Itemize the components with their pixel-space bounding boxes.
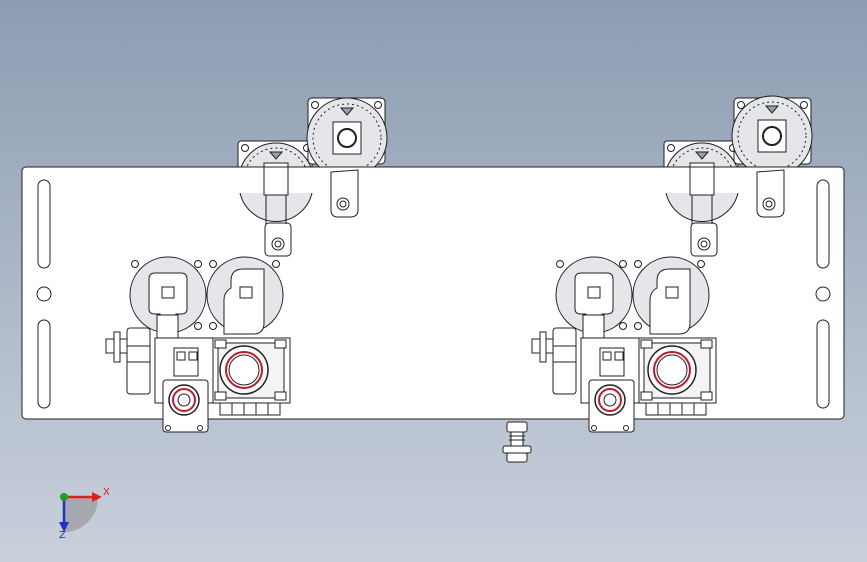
mounting-slot: [816, 179, 830, 269]
mounting-slot: [37, 319, 51, 409]
clamp-lever: [649, 268, 691, 335]
clamp-assembly-right[interactable]: [531, 256, 717, 433]
mounting-hole: [815, 286, 831, 302]
mounting-slot: [816, 319, 830, 409]
axis-triad: [59, 492, 102, 532]
mounting-slot: [37, 179, 51, 269]
small-holes: [131, 260, 705, 330]
roller-overlap-right: [665, 166, 785, 257]
roller-overlap-left: [239, 166, 359, 257]
mounting-hole: [36, 286, 52, 302]
axis-y: [60, 493, 68, 501]
leveling-foot[interactable]: [502, 421, 532, 463]
clamp-assembly-left[interactable]: [105, 256, 291, 433]
axis-z-label: Z: [59, 530, 66, 541]
clamp-lever: [223, 268, 265, 335]
triad-shade: [64, 497, 99, 532]
axis-x-label: X: [103, 487, 110, 498]
